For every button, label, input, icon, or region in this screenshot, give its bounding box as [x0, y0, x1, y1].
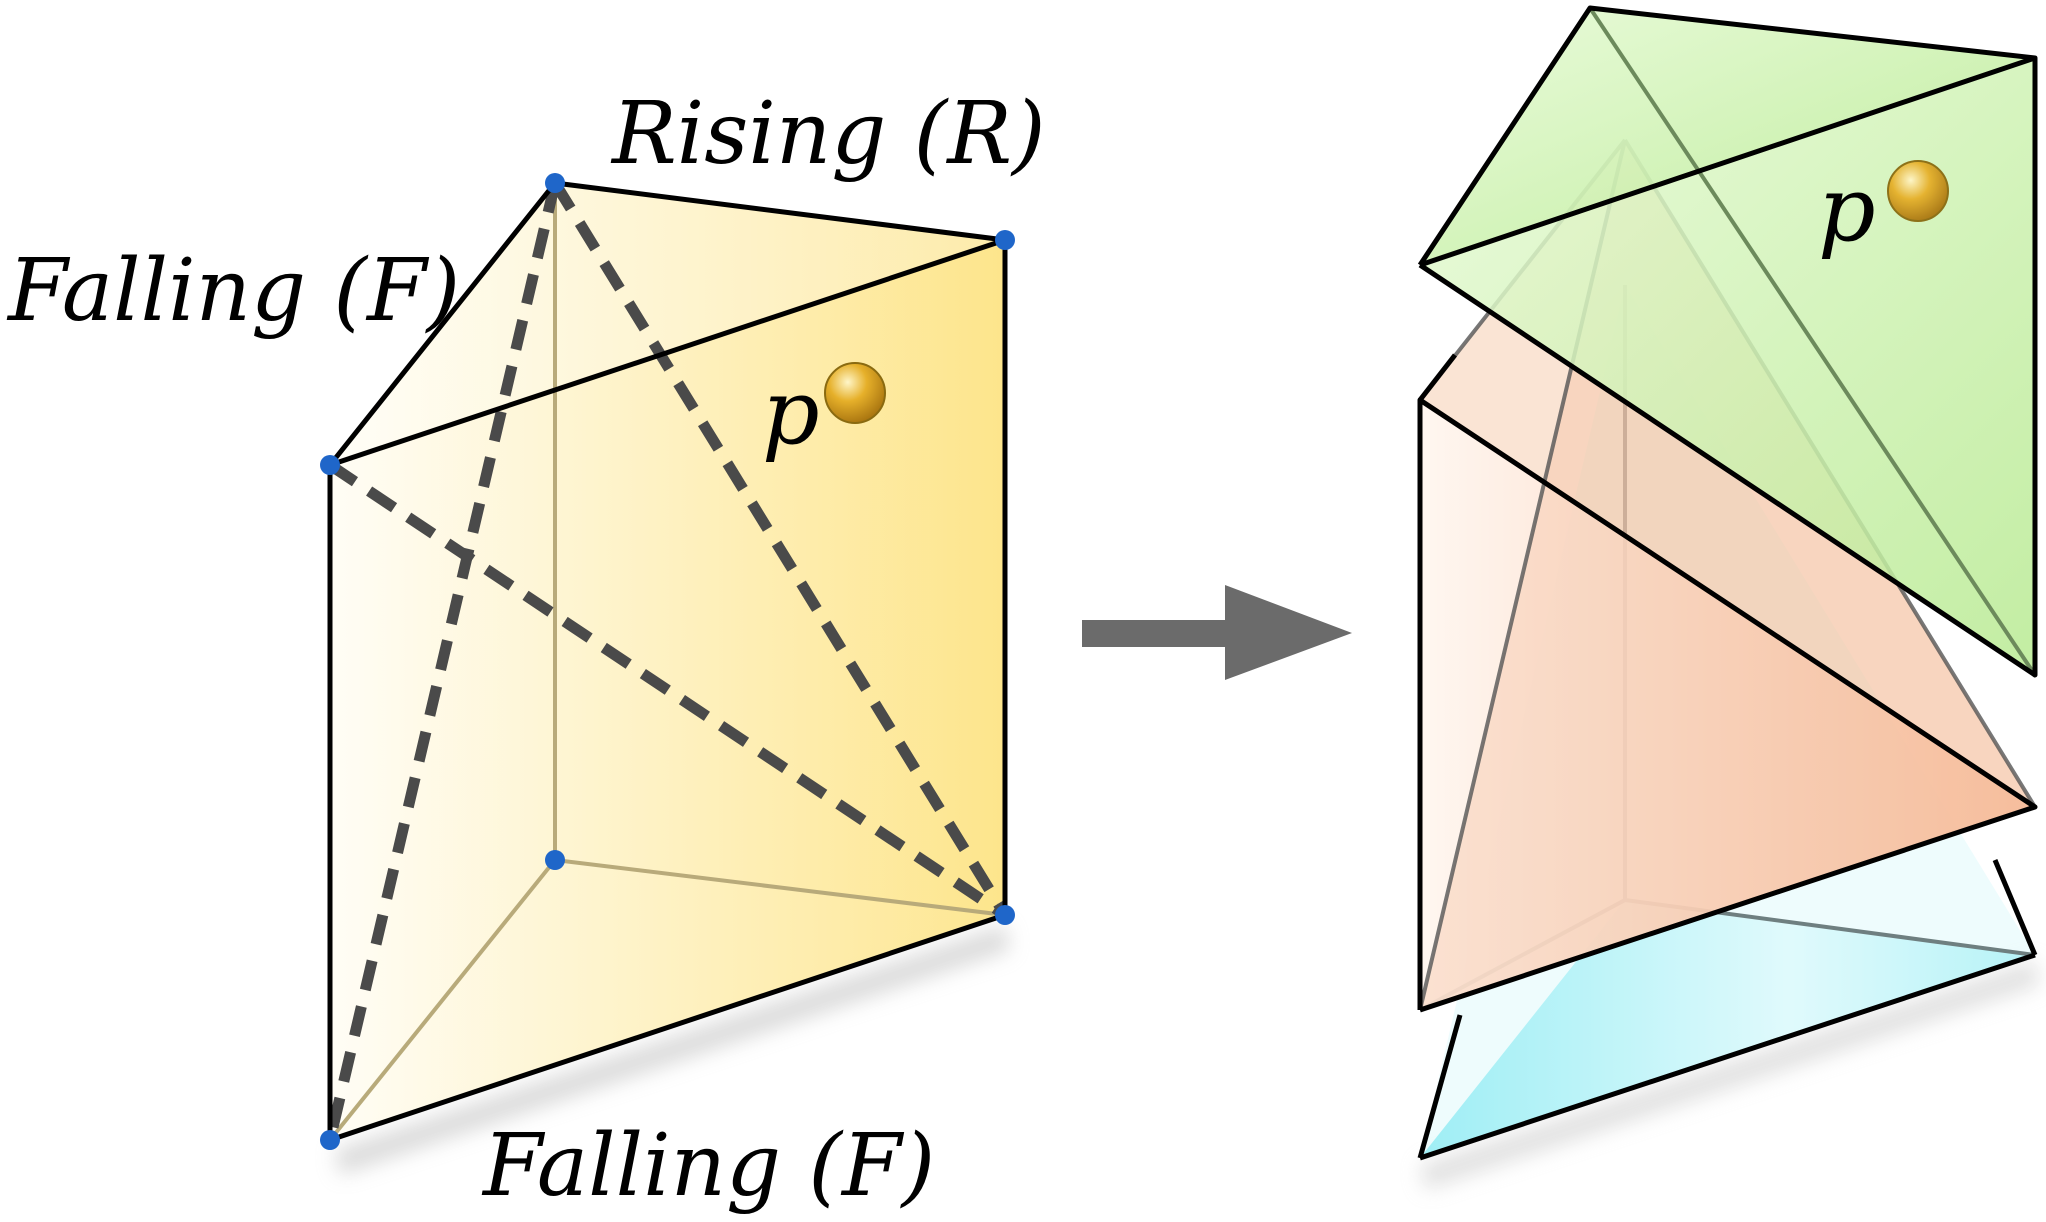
vertex-dot — [545, 850, 565, 870]
prism-vertices — [320, 173, 1015, 1150]
falling-label-bottom: Falling (F) — [481, 1116, 935, 1216]
top-tetrahedron — [1417, 5, 2038, 678]
vertex-dot — [320, 1130, 340, 1150]
tetrahedra-stack: p — [1417, 5, 2040, 1190]
vertex-dot — [545, 173, 565, 193]
prism-dashed-diagonals — [324, 180, 1010, 1142]
prism-hidden-edges — [328, 183, 1006, 1142]
prism: p — [320, 173, 1015, 1175]
vertex-dot — [320, 455, 340, 475]
prism-outline — [327, 180, 1008, 1143]
vertex-dot — [995, 230, 1015, 250]
ball-icon — [1887, 160, 1949, 222]
rising-label: Rising (R) — [610, 84, 1046, 184]
point-label-left: p — [762, 360, 820, 465]
ball-icon — [824, 362, 886, 424]
vertex-dot — [995, 905, 1015, 925]
point-label-right: p — [1818, 157, 1876, 262]
prism-shadow — [335, 925, 1010, 1175]
right-arrow-icon — [1082, 585, 1352, 680]
falling-label-left: Falling (F) — [6, 241, 460, 341]
tetrahedra-shadow — [1420, 960, 2040, 1190]
